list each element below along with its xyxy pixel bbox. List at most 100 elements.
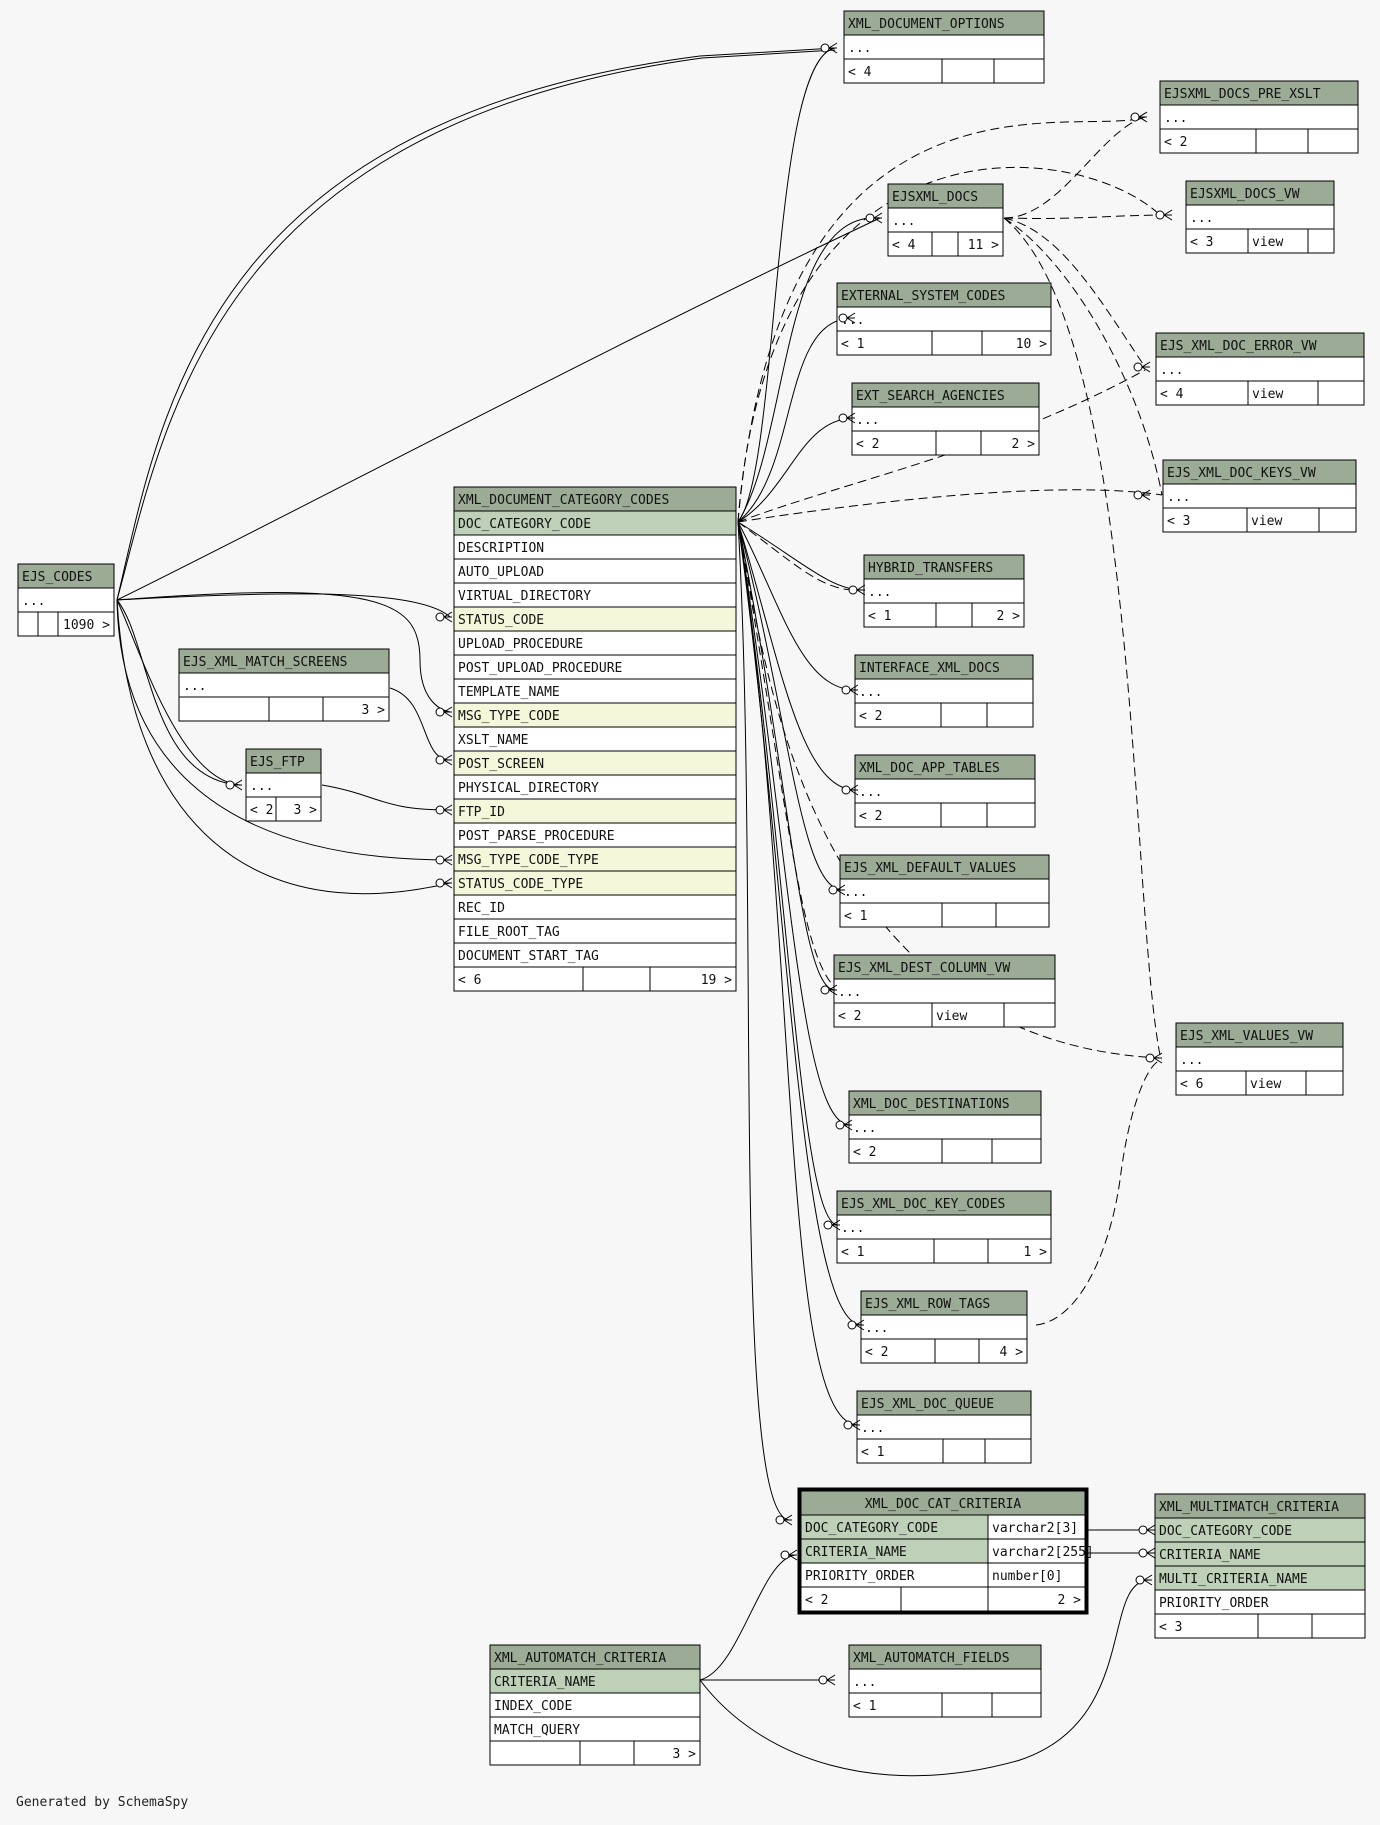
optional-marker	[1133, 362, 1143, 372]
optional-marker	[435, 707, 445, 717]
column-name: DOC_CATEGORY_CODE	[458, 517, 591, 532]
crows-foot-marker	[826, 1674, 836, 1686]
relationship-lines	[116, 47, 1171, 1777]
table-xml-document-category-codes[interactable]: XML_DOCUMENT_CATEGORY_CODESDOC_CATEGORY_…	[453, 486, 737, 992]
table-ejs-xml-match-screens[interactable]: EJS_XML_MATCH_SCREENS...3 >	[178, 648, 390, 722]
table-row	[489, 1692, 701, 1718]
column-name: ...	[1190, 211, 1213, 226]
footer-count: < 1	[844, 909, 867, 924]
table-row	[453, 678, 737, 704]
table-row	[1154, 1541, 1366, 1567]
table-name: XML_DOC_APP_TABLES	[859, 761, 1000, 776]
table-header	[1162, 459, 1357, 485]
column-name: XSLT_NAME	[458, 733, 528, 748]
footer-cell	[1003, 1002, 1056, 1028]
table-xml-doc-app-tables[interactable]: XML_DOC_APP_TABLES...< 2	[854, 754, 1036, 828]
column-name: ...	[841, 1221, 864, 1236]
table-xml-doc-destinations[interactable]: XML_DOC_DESTINATIONS...< 2	[848, 1090, 1042, 1164]
footer-count: < 4	[892, 238, 916, 253]
table-name: EJS_XML_DEFAULT_VALUES	[844, 861, 1016, 876]
footer-cell	[1247, 228, 1309, 254]
table-name: EJS_XML_MATCH_SCREENS	[183, 655, 347, 670]
column-name: MATCH_QUERY	[494, 1723, 580, 1738]
table-ejsxml-docs-pre-xslt[interactable]: EJSXML_DOCS_PRE_XSLT...< 2	[1159, 80, 1359, 154]
table-name: XML_MULTIMATCH_CRITERIA	[1159, 1500, 1339, 1515]
table-xml-document-options[interactable]: XML_DOCUMENT_OPTIONS...< 4	[843, 10, 1045, 84]
table-name: EJS_FTP	[250, 755, 305, 770]
footer-cell	[1318, 507, 1357, 533]
crows-foot-marker	[1141, 489, 1151, 501]
footer-count: < 2	[856, 437, 879, 452]
table-xml-multimatch-criteria[interactable]: XML_MULTIMATCH_CRITERIADOC_CATEGORY_CODE…	[1154, 1493, 1366, 1639]
table-row	[839, 878, 1050, 904]
table-name: EJS_XML_DOC_QUEUE	[861, 1397, 994, 1412]
column-name: REC_ID	[458, 901, 505, 916]
column-name: ...	[865, 1321, 888, 1336]
footer-cell	[900, 1586, 989, 1612]
footer-cell	[941, 1692, 993, 1718]
footer-cell	[489, 1740, 581, 1766]
footer-count: < 1	[868, 609, 891, 624]
table-ejs-xml-doc-queue[interactable]: EJS_XML_DOC_QUEUE...< 1	[856, 1390, 1032, 1464]
crows-foot-marker	[1163, 209, 1173, 221]
optional-marker	[1135, 1575, 1145, 1585]
footer-cell	[978, 1338, 1028, 1364]
table-header	[854, 654, 1034, 680]
crows-foot-marker	[1141, 361, 1151, 373]
table-header	[836, 1190, 1052, 1216]
optional-marker	[841, 685, 851, 695]
optional-marker	[838, 413, 848, 423]
table-row	[843, 34, 1045, 60]
optional-marker	[775, 1515, 785, 1525]
footer-cell	[981, 330, 1052, 356]
table-name: EJSXML_DOCS_PRE_XSLT	[1164, 87, 1321, 102]
column-name: STATUS_CODE_TYPE	[458, 877, 583, 892]
table-xml-automatch-fields[interactable]: XML_AUTOMATCH_FIELDS...< 1	[848, 1644, 1042, 1718]
column-name: ...	[853, 1675, 876, 1690]
footer-cell	[1154, 1613, 1259, 1639]
table-interface-xml-docs[interactable]: INTERFACE_XML_DOCS...< 2	[854, 654, 1034, 728]
table-header	[1175, 1022, 1344, 1048]
optional-marker	[1145, 1053, 1155, 1063]
column-name: ...	[183, 679, 206, 694]
table-header	[854, 754, 1036, 780]
crows-foot-marker	[443, 754, 453, 766]
column-name: PRIORITY_ORDER	[805, 1569, 915, 1584]
column-name: STATUS_CODE	[458, 613, 544, 628]
crows-foot-marker	[443, 706, 453, 718]
footer-count: 2 >	[1058, 1593, 1082, 1608]
table-header	[863, 554, 1025, 580]
table-row	[836, 306, 1052, 332]
table-row	[453, 846, 737, 872]
table-xml-automatch-criteria[interactable]: XML_AUTOMATCH_CRITERIACRITERIA_NAMEINDEX…	[489, 1644, 701, 1766]
table-ejs-codes[interactable]: EJS_CODES...1090 >	[17, 563, 115, 637]
table-name: XML_DOC_DESTINATIONS	[853, 1097, 1010, 1112]
table-ejs-xml-default-values[interactable]: EJS_XML_DEFAULT_VALUES...< 1	[839, 854, 1050, 928]
crows-foot-marker	[843, 1119, 853, 1131]
table-row	[453, 654, 737, 680]
table-name: EJS_XML_VALUES_VW	[1180, 1029, 1313, 1044]
table-row	[453, 750, 737, 776]
table-header	[860, 1290, 1028, 1316]
table-row	[453, 894, 737, 920]
crows-foot-marker	[1146, 1547, 1156, 1559]
optional-marker	[780, 1550, 790, 1560]
footer-cell	[993, 58, 1045, 84]
footer-count: 1 >	[1024, 1245, 1048, 1260]
footer-count: < 1	[853, 1699, 876, 1714]
table-name: INTERFACE_XML_DOCS	[859, 661, 1000, 676]
